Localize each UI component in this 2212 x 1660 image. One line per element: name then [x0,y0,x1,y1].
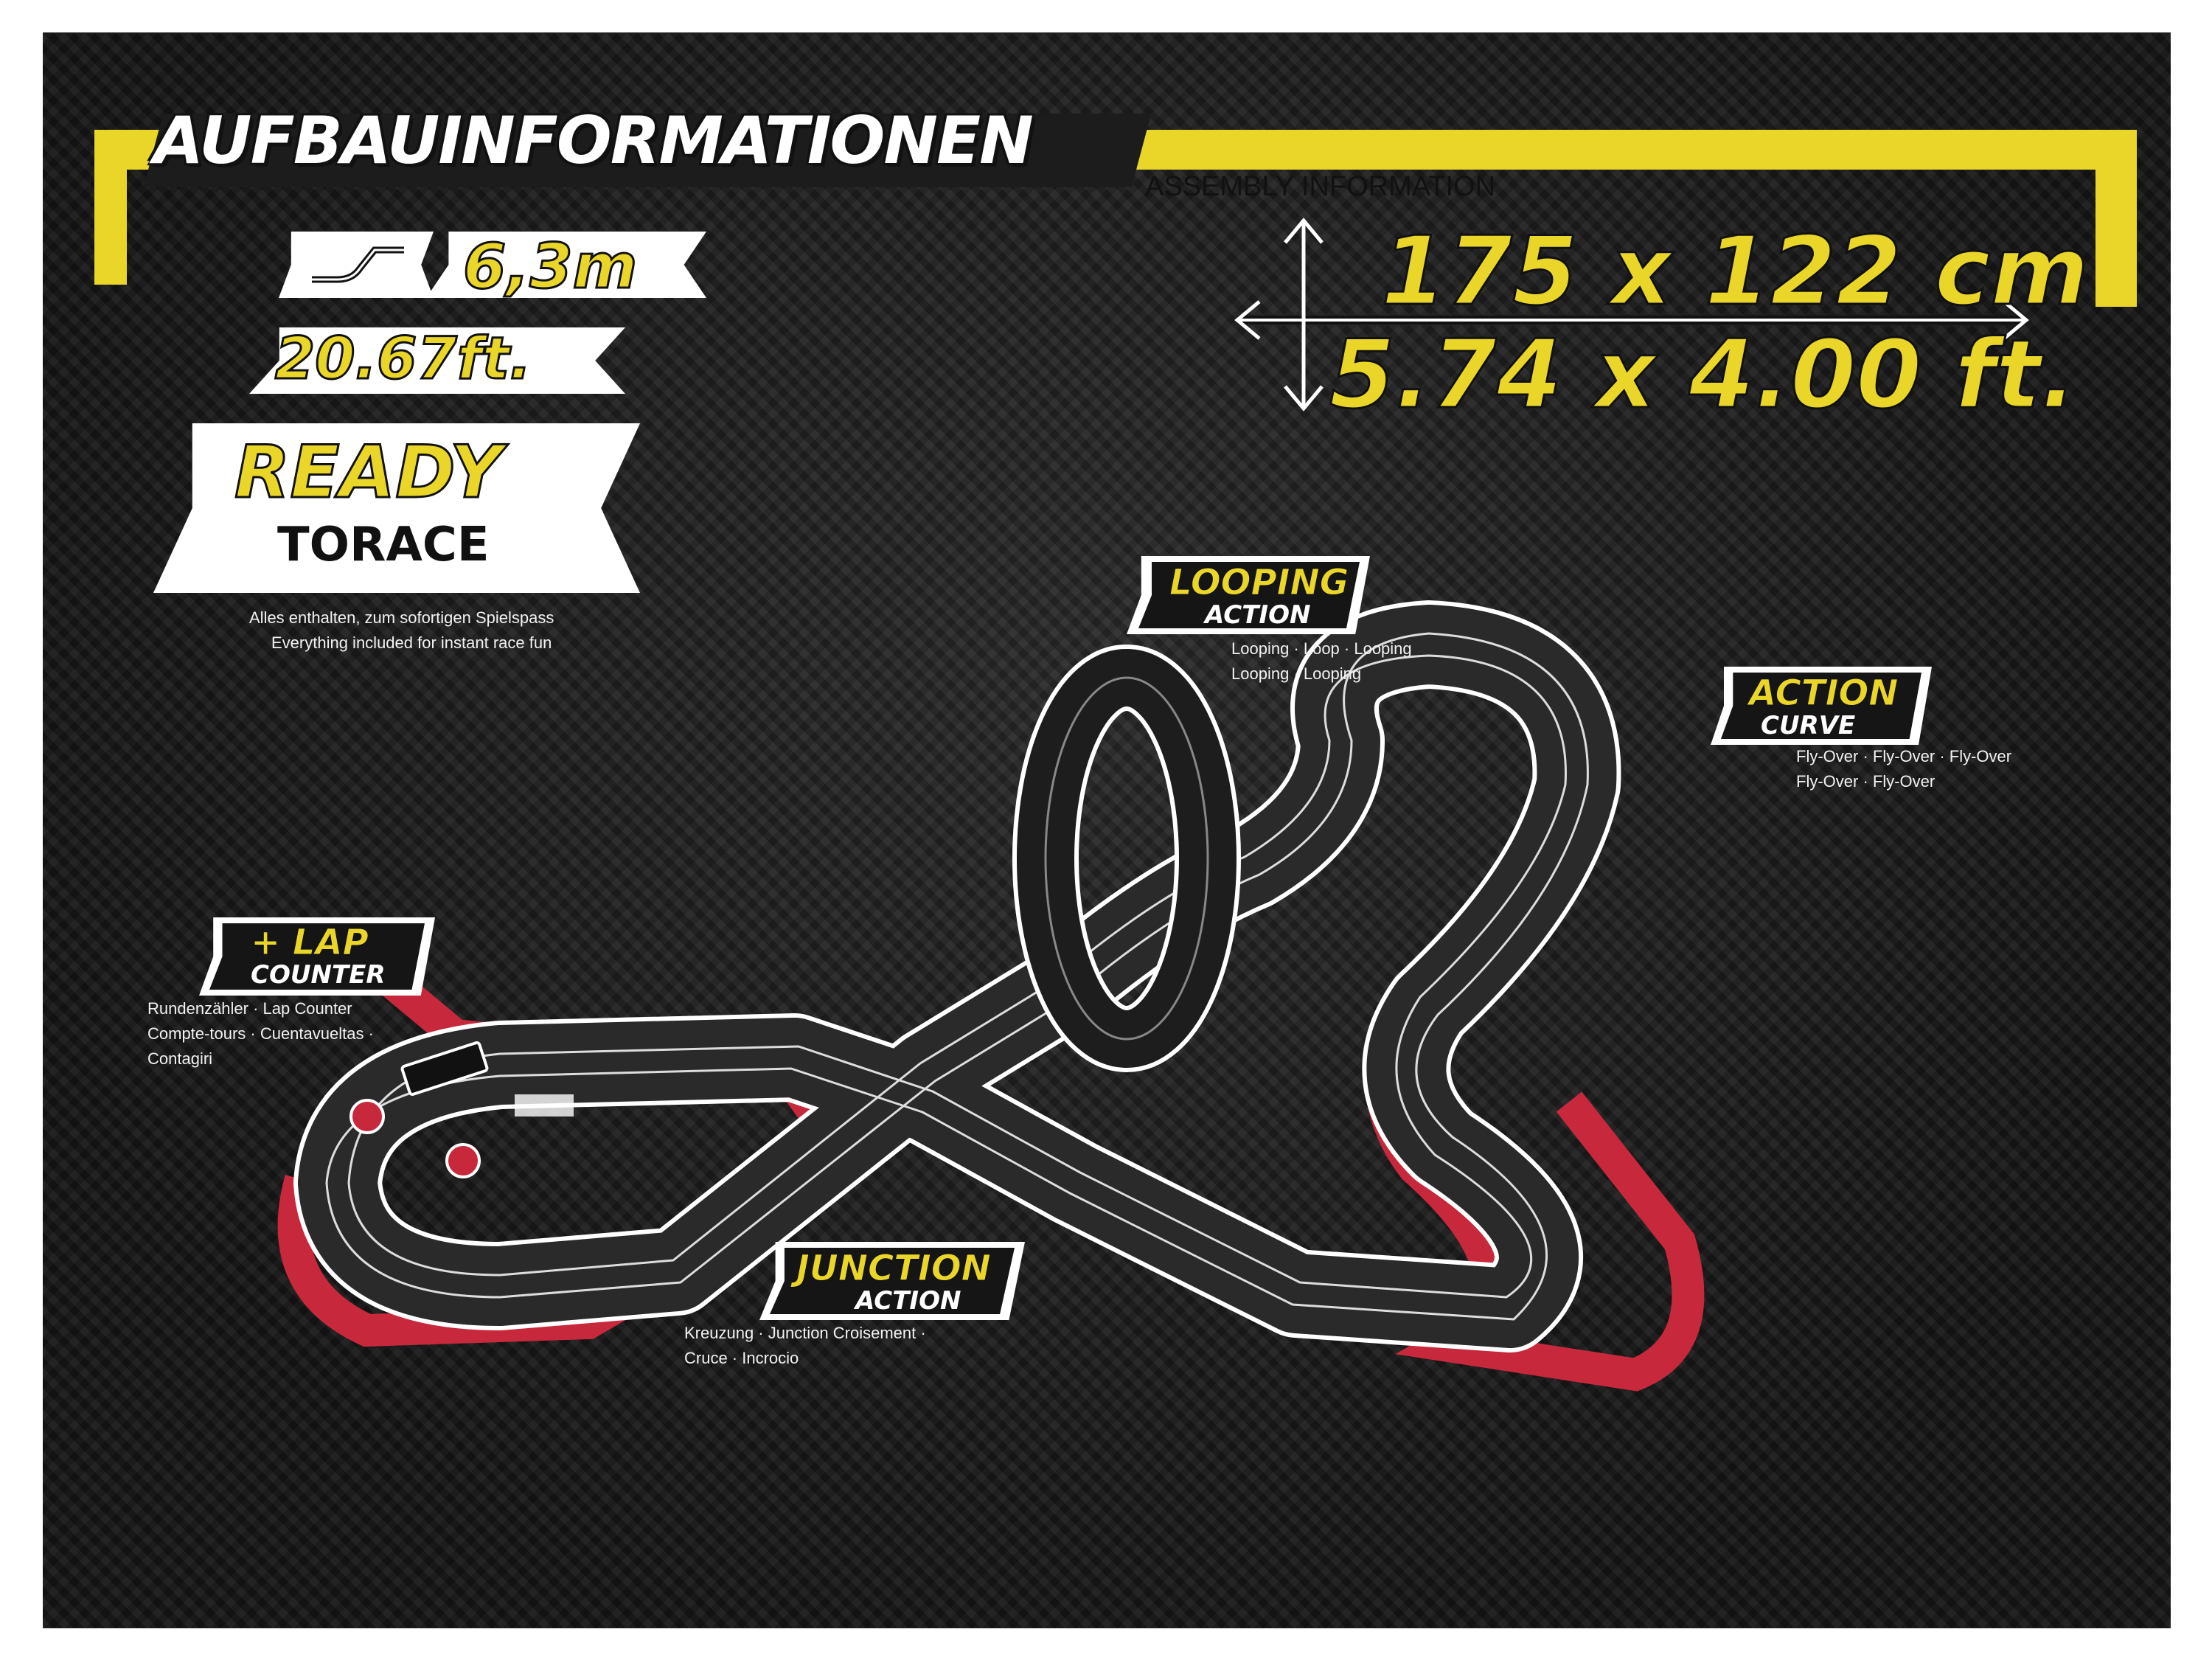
track-illustration [277,600,1705,1392]
barrier-bottom-left [277,1175,686,1347]
curve-desc-1: Fly-Over · Fly-Over · Fly-Over [1796,747,2012,765]
lap-desc-1: Rundenzähler · Lap Counter [147,999,352,1018]
track-length-icon [312,246,404,283]
lap-title: + LAP [251,922,369,964]
curve-subtitle: CURVE [1761,711,1856,740]
looping-badge-inner [1138,562,1360,628]
lap-badge-inner [209,923,425,990]
torace-label: TORACE [277,518,490,572]
looping-subtitle: ACTION [1205,600,1311,630]
track-surface [298,605,1617,1348]
looping-desc-2: Looping · Looping [1231,664,1362,683]
assembly-panel: AUFBAUINFORMATIONEN ASSEMBLY INFORMATION… [43,32,2171,1628]
track-loop-slot [1044,676,1209,1041]
junction-badge-inner [770,1248,1015,1314]
ready-label: READY [234,430,504,516]
track-length-meters: 6,3m [462,229,638,304]
track-slots [325,632,1589,1321]
ready-desc-en: Everything included for instant race fun [271,633,552,652]
ready-desc-de: Alles enthalten, zum sofortigen Spielspa… [249,608,554,627]
lap-desc-3: Contagiri [147,1049,213,1068]
track-outline [293,600,1621,1352]
curve-desc-2: Fly-Over · Fly-Over [1796,772,1935,791]
header-bar-right [2096,130,2137,307]
curve-title: ACTION [1748,673,1899,715]
junction-subtitle: ACTION [855,1286,961,1316]
dimension-arrows-icon [1234,218,2029,411]
looping-desc-1: Looping · Loop · Looping [1231,639,1412,658]
dimensions-imperial: 5.74 x 4.00 ft. [1328,319,2077,431]
header-bar-left [94,130,127,285]
page-subtitle: ASSEMBLY INFORMATION [1145,171,1496,202]
lap-subtitle: COUNTER [251,960,386,990]
lap-desc-2: Compte-tours · Cuentavueltas · [147,1024,374,1043]
controller-right [445,1143,481,1178]
meters-chip [426,232,706,298]
junction-title: JUNCTION [796,1248,992,1290]
track-length-feet: 20.67ft. [274,325,533,394]
page-title: AUFBAUINFORMATIONEN [153,103,1034,178]
start-finish-line [515,1094,574,1116]
junction-desc-1: Kreuzung · Junction Croisement · [684,1324,926,1342]
dimensions-metric: 175 x 122 cm [1380,216,2090,328]
controller-left [349,1099,385,1134]
feet-chip [249,327,625,394]
looping-title: LOOPING [1169,562,1349,604]
lap-counter-device [400,1041,489,1096]
track-length-icon-chip [279,232,434,298]
curve-badge-inner [1721,673,1921,739]
junction-desc-2: Cruce · Incrocio [684,1349,799,1367]
ready-to-race-chip [153,423,640,593]
